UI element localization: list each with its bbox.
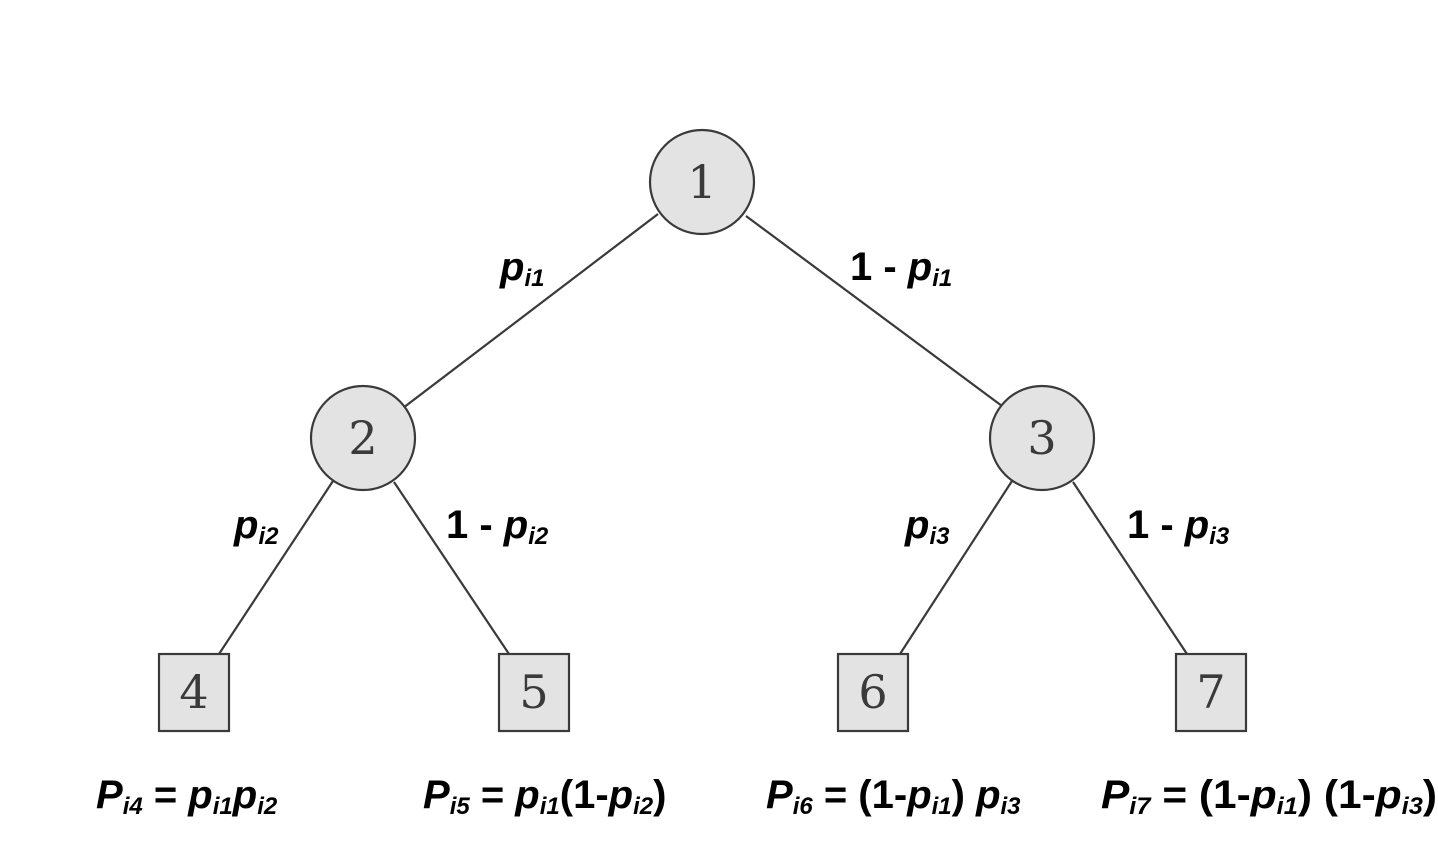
edge-3-6 xyxy=(899,480,1013,655)
formula-leaf-7: Pi7 = (1-pi1) (1-pi3) xyxy=(1101,773,1437,820)
edge-label-2-4: pi2 xyxy=(233,503,279,550)
node-2: 2 xyxy=(309,384,417,492)
leaf-node-4-label: 4 xyxy=(179,665,208,719)
edge-label-1-2: pi1 xyxy=(499,245,544,292)
leaf-node-5-label: 5 xyxy=(519,665,548,719)
leaf-node-7: 7 xyxy=(1174,652,1248,733)
formula-leaf-6: Pi6 = (1-pi1) pi3 xyxy=(766,773,1021,820)
node-3: 3 xyxy=(988,384,1096,492)
edge-label-3-7: 1 - pi3 xyxy=(1127,503,1230,550)
leaf-node-4: 4 xyxy=(157,652,231,733)
edge-label-1-3: 1 - pi1 xyxy=(850,245,952,292)
leaf-node-6-label: 6 xyxy=(858,665,887,719)
edge-1-3 xyxy=(745,215,1003,407)
leaf-node-7-label: 7 xyxy=(1196,665,1225,719)
edge-2-4 xyxy=(218,480,334,655)
node-2-label: 2 xyxy=(348,411,377,465)
node-3-label: 3 xyxy=(1027,411,1056,465)
leaf-node-5: 5 xyxy=(497,652,571,733)
node-1-label: 1 xyxy=(687,155,716,209)
formula-leaf-5: Pi5 = pi1(1-pi2) xyxy=(423,773,666,820)
leaf-node-6: 6 xyxy=(836,652,910,733)
node-1: 1 xyxy=(648,128,756,236)
edge-label-3-6: pi3 xyxy=(904,503,950,550)
edge-2-5 xyxy=(393,481,510,655)
edge-label-2-5: 1 - pi2 xyxy=(446,503,549,550)
edge-3-7 xyxy=(1072,481,1188,655)
formula-leaf-4: Pi4 = pi1pi2 xyxy=(96,773,278,820)
edge-1-2 xyxy=(402,213,659,409)
